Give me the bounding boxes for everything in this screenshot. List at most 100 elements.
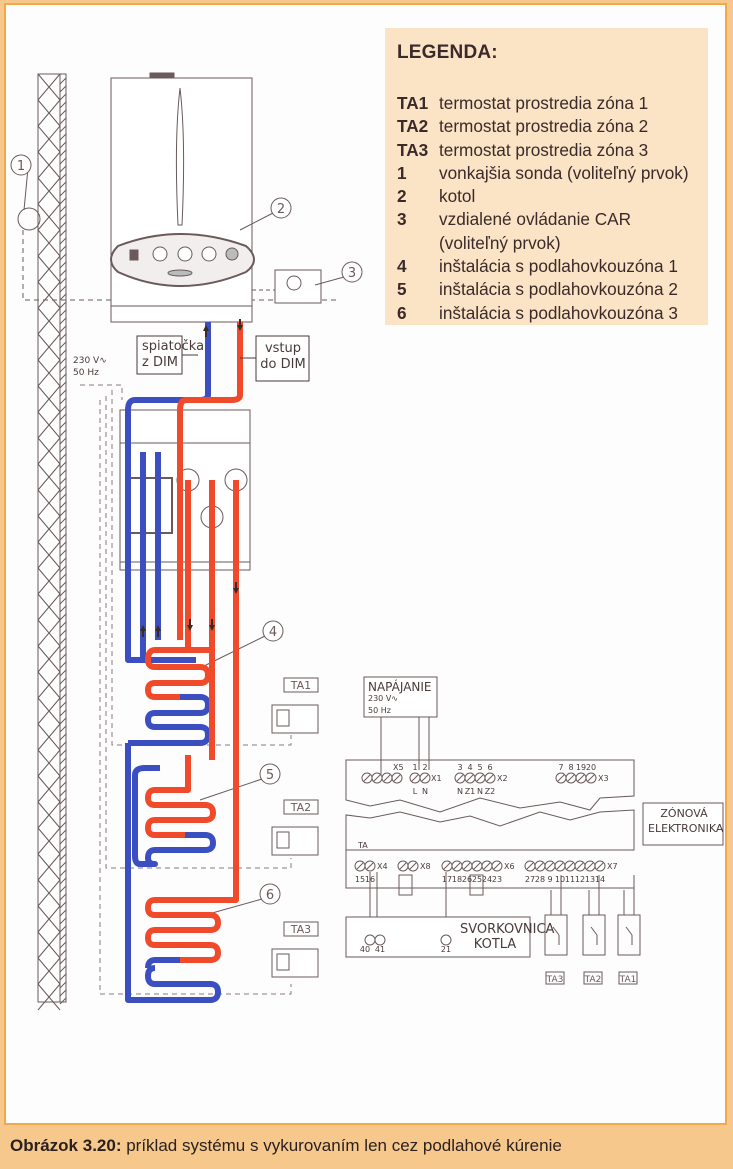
terminal-label: 18	[452, 875, 462, 884]
legend-key: 1	[397, 162, 407, 183]
callout-3	[341, 261, 363, 283]
legend-text: inštalácia s podlahovkouzóna 3	[439, 302, 678, 323]
terminal-label: X7	[607, 862, 618, 871]
boiler-screw-icon	[374, 934, 386, 946]
contact-label: TA1	[619, 975, 637, 985]
terminal-label: X4	[377, 862, 388, 871]
legend-text: kotol	[439, 186, 476, 207]
dim-label-boxes	[136, 335, 310, 382]
terminal-label: 19	[576, 763, 586, 772]
wall	[37, 73, 67, 1011]
callout-number: 6	[266, 888, 274, 903]
terminal-label: X1	[431, 774, 442, 783]
thermostat-contact	[617, 914, 641, 956]
terminal-label: 21	[441, 945, 451, 954]
arrow-shaft	[235, 582, 237, 588]
terminal-label: 41	[375, 945, 385, 954]
terminal-label: 16	[365, 875, 375, 884]
thermostat-label: TA2	[290, 801, 311, 814]
thermostat-contact	[582, 914, 606, 956]
contact-tag	[618, 971, 638, 985]
contact-label: TA3	[546, 975, 564, 985]
arrow-down-icon	[237, 325, 243, 331]
legend-key: 6	[397, 302, 407, 323]
terminal-label: N	[477, 787, 483, 796]
terminal-label: 26	[462, 875, 472, 884]
legend-text: termostat prostredia zóna 2	[439, 116, 649, 137]
legend-text: vzdialené ovládanie CAR	[439, 209, 632, 230]
return-pipe	[145, 957, 180, 969]
legend-item: 6 inštalácia s podlahovkouzóna 3	[397, 302, 696, 325]
contact-label: TA2	[584, 975, 602, 985]
supply-pipe	[145, 650, 239, 963]
callout-2	[270, 197, 292, 219]
terminal-label: 7	[558, 763, 563, 772]
legend-text: (voliteľný prvok)	[439, 232, 561, 253]
remote-control-car	[252, 269, 322, 304]
terminal-label: 3	[457, 763, 462, 772]
legend-title: LEGENDA:	[397, 42, 498, 63]
terminal-label: 27	[525, 875, 535, 884]
legend-item: 2 kotol	[397, 185, 696, 208]
callout-number: 5	[266, 768, 274, 783]
terminal-label: 9	[547, 875, 552, 884]
terminal-label: 6	[487, 763, 492, 772]
arrow-shaft	[205, 331, 207, 337]
contact-tag	[545, 971, 565, 985]
terminal-label: 10	[555, 875, 565, 884]
caption-label: Obrázok 3.20:	[10, 1136, 122, 1155]
thermostat-dial-icon	[276, 709, 290, 727]
terminal-label: 20	[586, 763, 596, 772]
callout-1	[10, 154, 32, 176]
callout-6	[259, 883, 281, 905]
thermostat-tag	[283, 677, 319, 693]
terminal-label: 2	[422, 763, 427, 772]
terminal-label: 40	[360, 945, 370, 954]
legend-key: 2	[397, 186, 407, 207]
terminal-label: 15	[355, 875, 365, 884]
legend-item: (voliteľný prvok)	[397, 232, 696, 255]
return-pipe	[128, 694, 211, 746]
terminal-label: 1	[412, 763, 417, 772]
terminal-label: 14	[595, 875, 605, 884]
legend-item: 1 vonkajšia sonda (voliteľný prvok)	[397, 162, 696, 185]
callout-number: 2	[277, 202, 285, 217]
terminal-label: X8	[420, 862, 431, 871]
arrow-shaft	[142, 631, 144, 637]
terminal-label: 8	[568, 763, 573, 772]
arrow-down-icon	[233, 588, 239, 594]
caption-text: príklad systému s vykurovaním len cez po…	[121, 1136, 562, 1155]
return-pipe	[132, 765, 216, 867]
thermostat-dial-icon	[276, 953, 290, 971]
arrow-shaft	[189, 619, 191, 625]
boiler-screw-icon	[364, 934, 376, 946]
arrow-up-icon	[203, 325, 209, 331]
thermostat-label: TA3	[290, 923, 311, 936]
terminal-label: N	[457, 787, 463, 796]
terminal-label: Z1	[465, 787, 476, 796]
legend-text: inštalácia s podlahovkouzóna 2	[439, 279, 678, 300]
terminal-label: 25	[472, 875, 482, 884]
arrow-up-icon	[140, 625, 146, 631]
boiler-screw-icon	[440, 934, 452, 946]
supply-pipe	[145, 647, 215, 700]
thermostat-tag	[283, 799, 319, 815]
supply-pipe	[145, 755, 216, 838]
callout-number: 3	[348, 266, 356, 281]
legend-text: termostat prostredia zóna 3	[439, 139, 649, 160]
terminal-label: N	[422, 787, 428, 796]
legend-text: vonkajšia sonda (voliteľný prvok)	[439, 162, 689, 183]
arrow-down-icon	[209, 625, 215, 631]
terminal-label: 11	[565, 875, 575, 884]
